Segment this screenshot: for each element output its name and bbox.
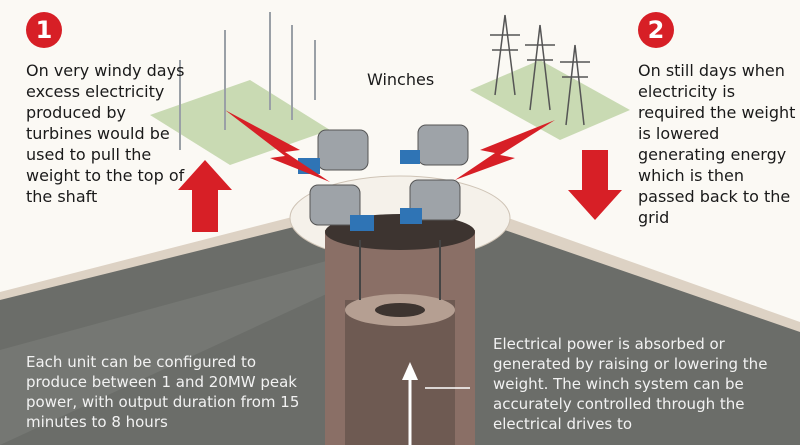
wind-turbine-icon — [179, 12, 316, 150]
lightning-left-icon — [225, 110, 330, 182]
winches-label: Winches — [367, 70, 435, 89]
lightning-right-icon — [455, 120, 555, 180]
down-arrow-icon — [568, 150, 622, 220]
capacity-note: Each unit can be configured to produce b… — [26, 353, 300, 431]
ground-shade — [0, 260, 400, 445]
up-arrow-icon — [178, 160, 232, 232]
step-1-text: On very windy days excess electricity pr… — [26, 61, 185, 206]
pylon-icon — [490, 14, 590, 126]
pylon-field — [470, 60, 630, 140]
power-note: Electrical power is absorbed or generate… — [493, 335, 768, 433]
step-1-badge: 1 — [26, 12, 62, 48]
step-2-text: On still days when electricity is requir… — [638, 61, 796, 227]
ground-edge — [0, 215, 800, 332]
winch — [309, 124, 469, 226]
step-2-badge: 2 — [638, 12, 674, 48]
